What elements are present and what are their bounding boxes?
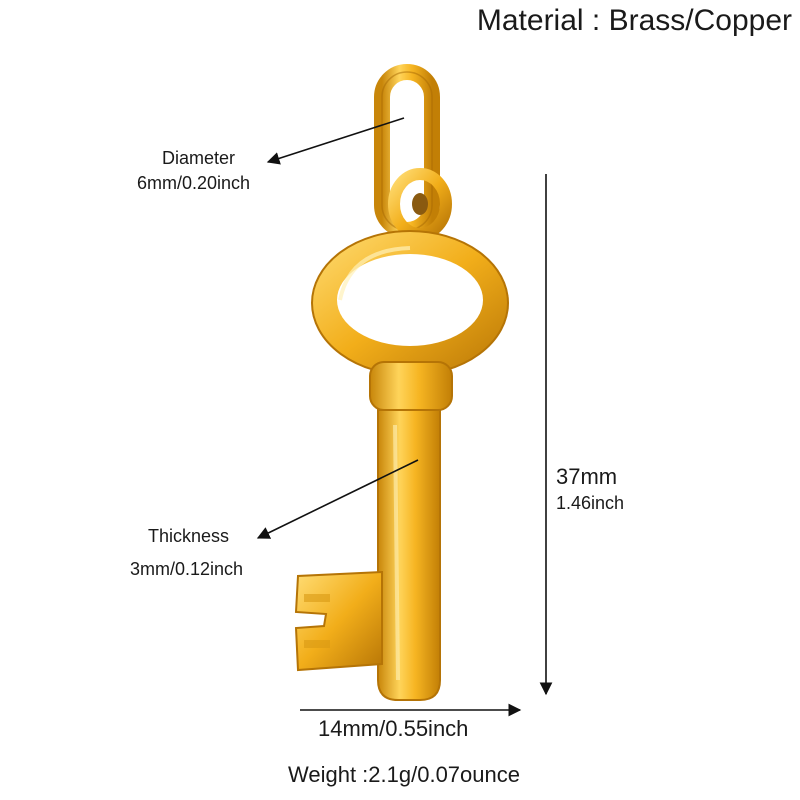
width-value: 14mm/0.55inch	[318, 716, 469, 741]
key-bow	[311, 230, 509, 376]
key-collar	[369, 361, 453, 411]
length-inch-value: 1.46inch	[556, 493, 625, 513]
length-mm-value: 37mm	[556, 464, 618, 489]
thickness-arrow	[256, 459, 419, 539]
key-bit	[294, 570, 383, 672]
diameter-arrow	[266, 117, 405, 165]
weight-value: Weight :2.1g/0.07ounce	[288, 762, 520, 787]
diameter-value: 6mm/0.20inch	[137, 173, 251, 193]
thickness-label: Thickness	[148, 526, 230, 546]
thickness-value: 3mm/0.12inch	[130, 559, 244, 579]
material-title: Material : Brass/Copper	[476, 4, 792, 37]
diameter-label: Diameter	[162, 148, 236, 168]
key-shaft	[377, 409, 441, 701]
